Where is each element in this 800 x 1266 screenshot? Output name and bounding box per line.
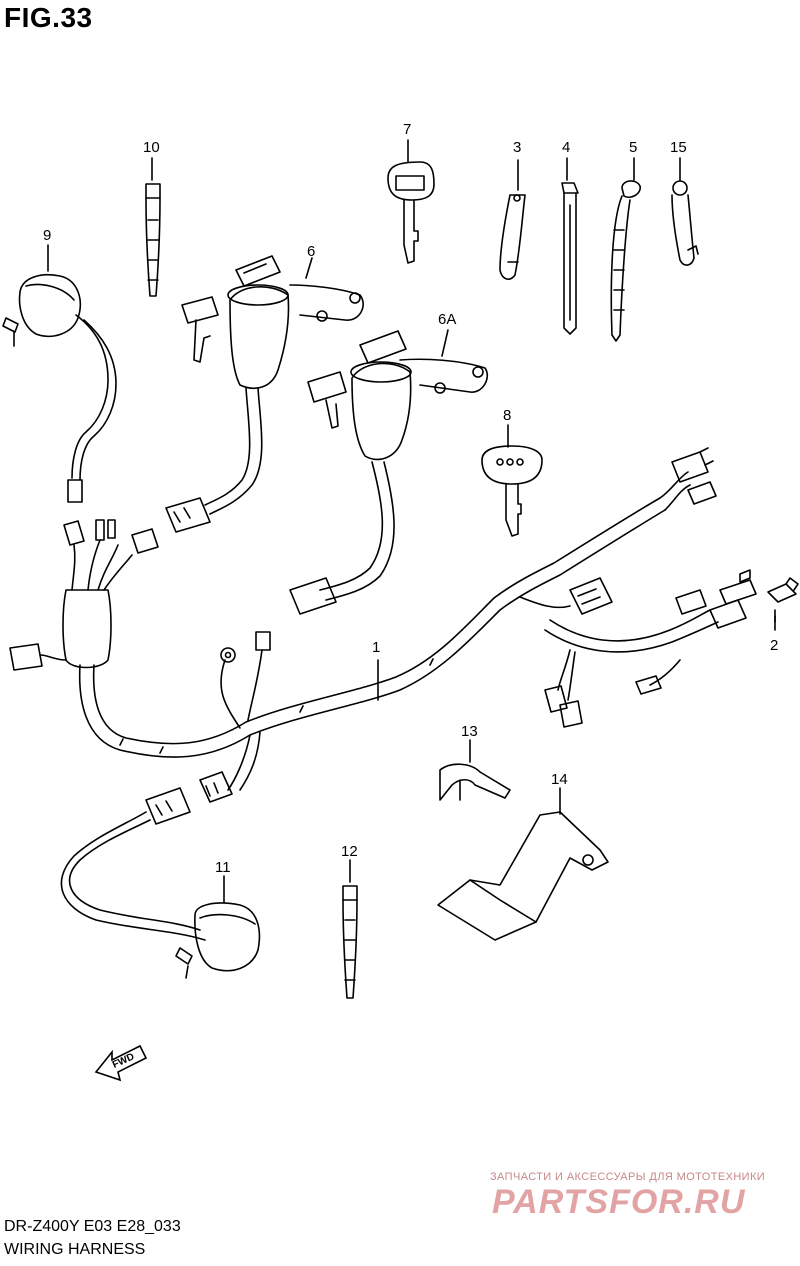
callout-5: 5: [629, 139, 637, 156]
callout-8: 8: [503, 407, 511, 424]
watermark-tagline: ЗАПЧАСТИ И АКСЕССУАРЫ ДЛЯ МОТОТЕХНИКИ: [490, 1171, 766, 1183]
ignition-switch-6: [165, 255, 364, 533]
callout-3: 3: [513, 139, 521, 156]
callout-10: 10: [143, 139, 160, 156]
callout-6: 6: [307, 243, 315, 260]
ignition-switch-6a: [289, 329, 489, 615]
connector-2: [767, 577, 799, 623]
callout-14: 14: [551, 771, 568, 788]
clamp-3: [499, 159, 526, 280]
callout-2: 2: [770, 637, 778, 654]
bracket-14: [437, 787, 609, 941]
cable-tie-12: [342, 859, 358, 999]
callout-7: 7: [403, 121, 411, 138]
callout-15: 15: [670, 139, 687, 156]
clamp-15: [671, 157, 699, 266]
callout-12: 12: [341, 843, 358, 860]
fwd-arrow-icon: FWD: [94, 1044, 148, 1082]
cable-tie-5: [610, 157, 641, 342]
figure-title: FIG.33: [4, 2, 93, 33]
sensor-11: [60, 787, 261, 979]
callout-9: 9: [43, 227, 51, 244]
cable-tie-10: [145, 157, 161, 297]
key-7: [387, 139, 435, 264]
callout-4: 4: [562, 139, 570, 156]
main-harness: [9, 447, 757, 803]
model-code: DR-Z400Y E03 E28_033: [4, 1218, 181, 1235]
callout-1: 1: [372, 639, 380, 656]
holder-13: [439, 739, 511, 801]
callout-13: 13: [461, 723, 478, 740]
callout-11: 11: [215, 859, 231, 876]
cable-tie-4: [561, 157, 579, 335]
sensor-9: [2, 244, 117, 503]
key-8: [481, 424, 543, 537]
diagram-caption: WIRING HARNESS: [4, 1241, 146, 1258]
callout-6a: 6A: [438, 311, 456, 328]
watermark-brand: PARTSFOR.RU: [492, 1183, 746, 1221]
